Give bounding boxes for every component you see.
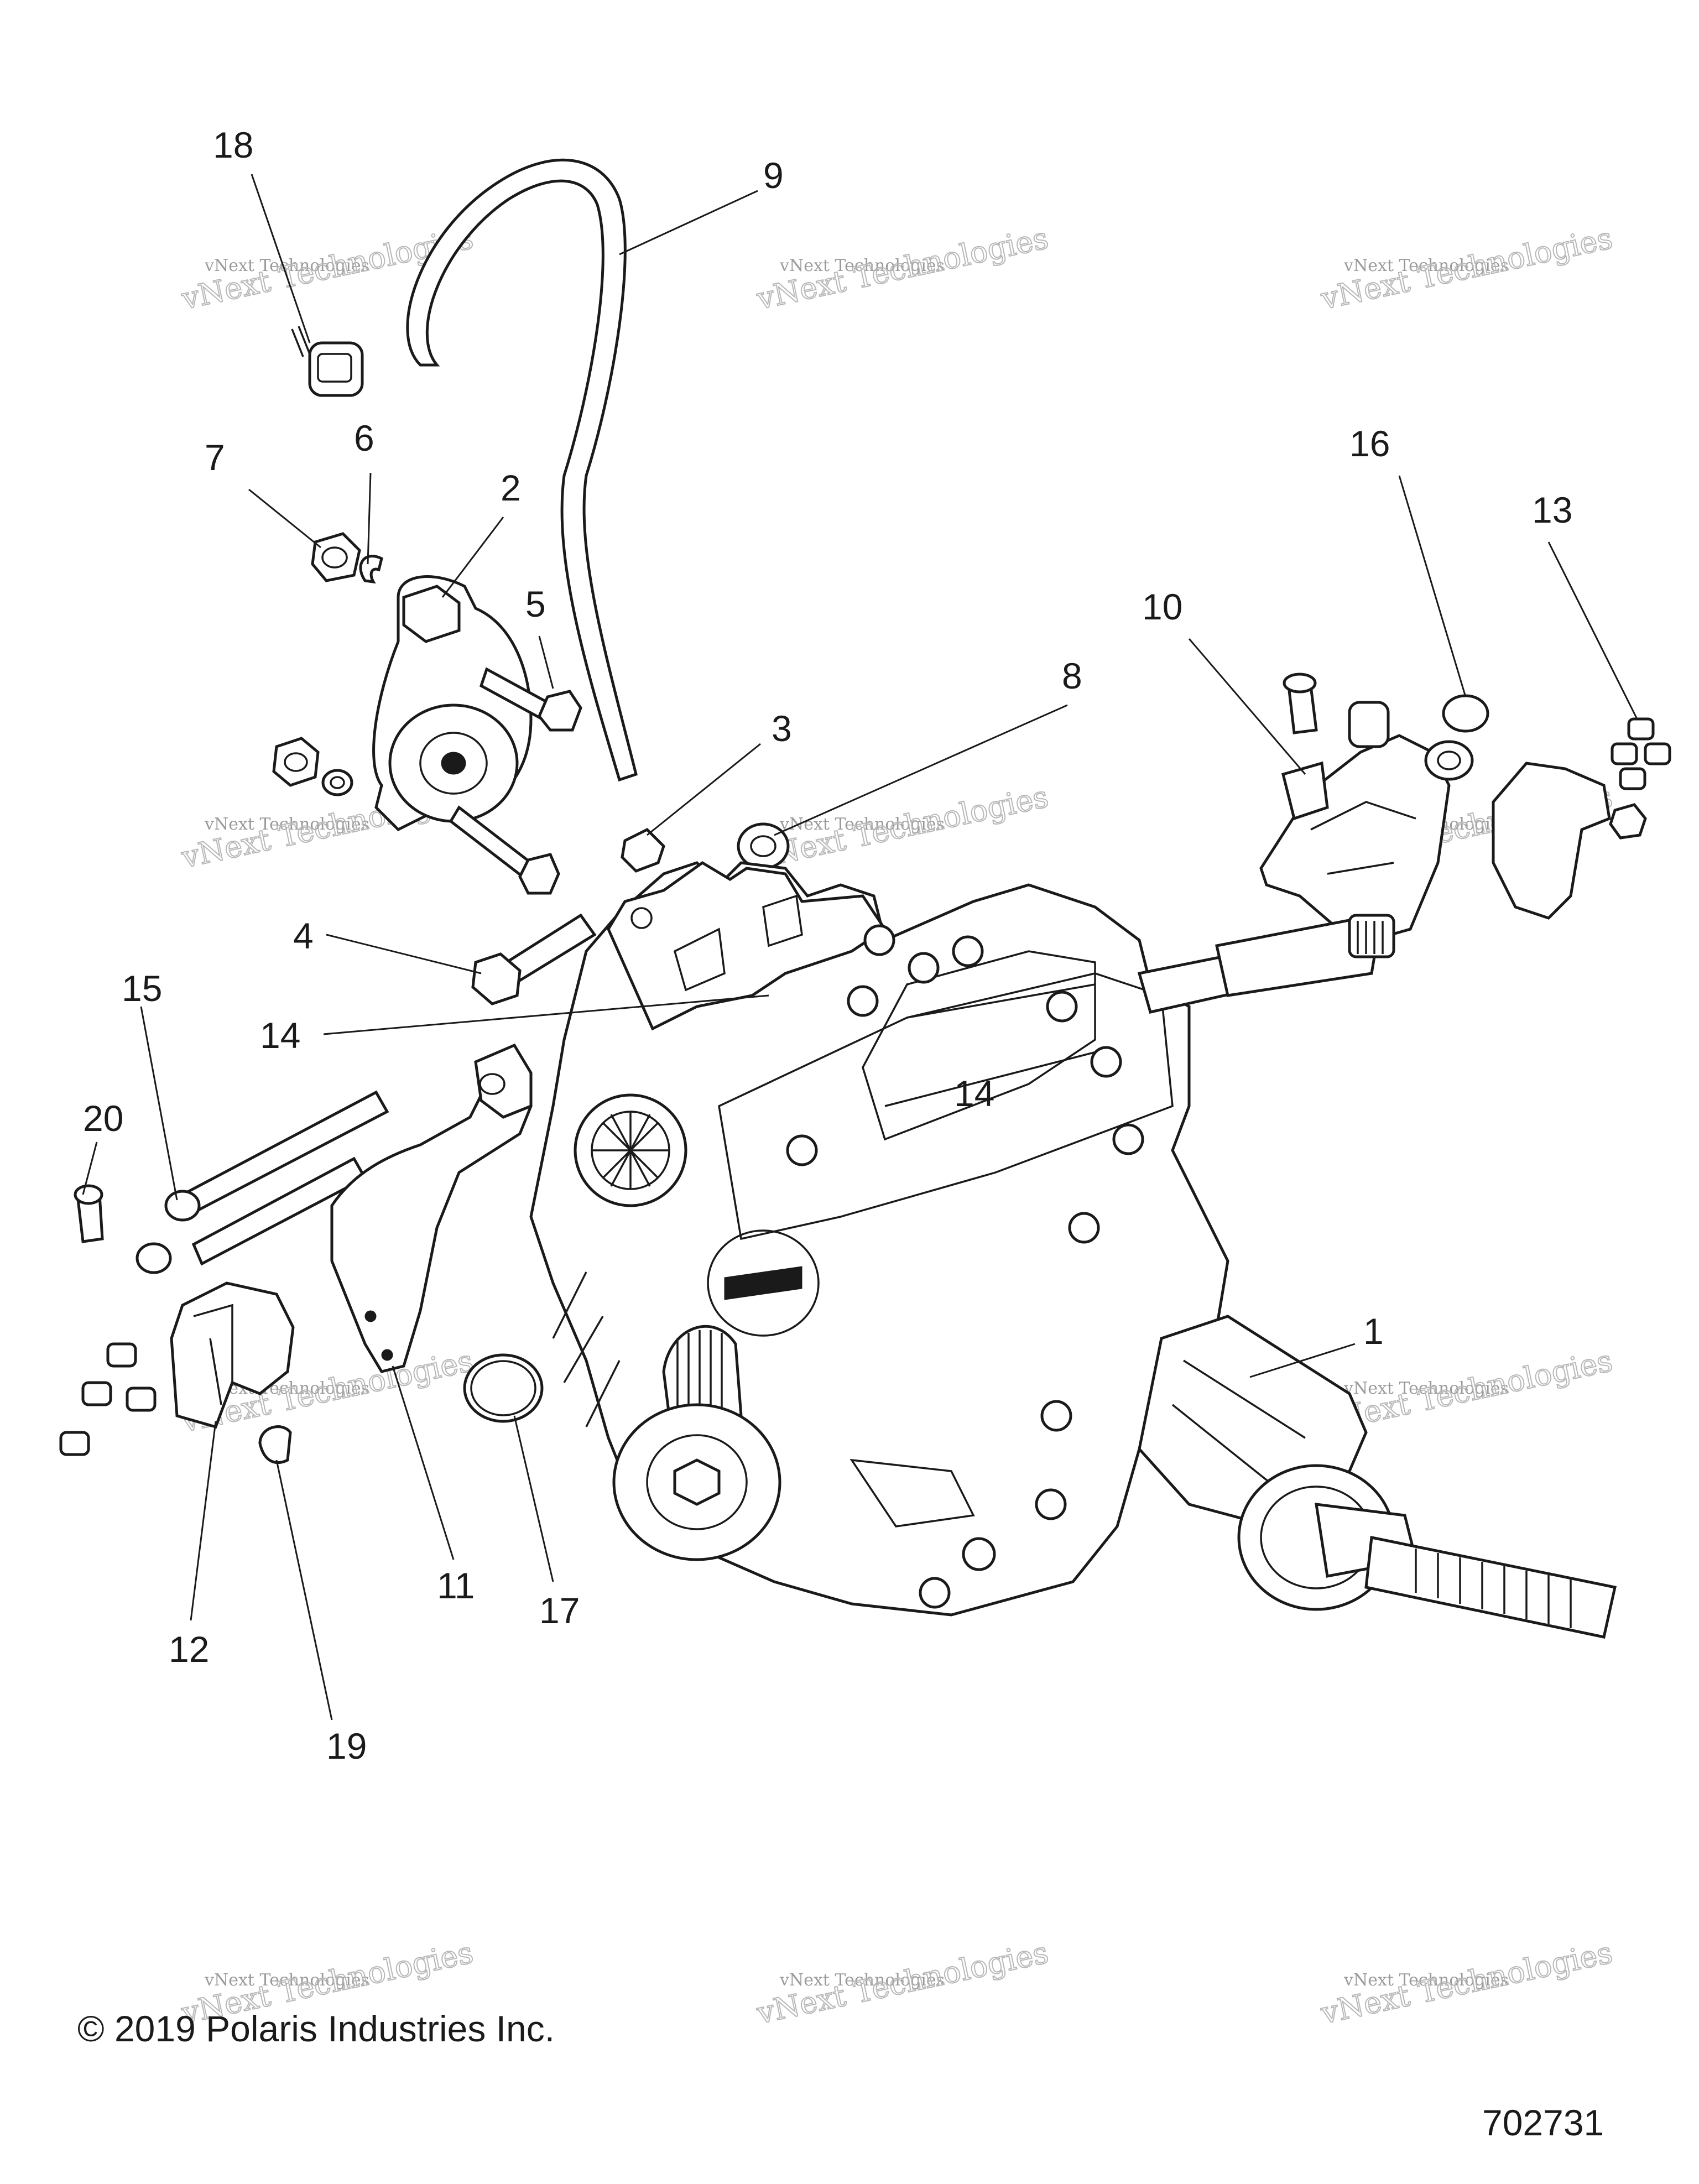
watermark-text: vNext Technologies: [204, 1971, 369, 1990]
o-ring: [463, 1353, 544, 1423]
leader-7: [248, 488, 321, 549]
leader-5: [538, 635, 554, 689]
flange-nut: [311, 532, 361, 582]
retaining-clip: [359, 555, 383, 584]
diagram-number: 702731: [1482, 2102, 1604, 2143]
callout-6: 6: [354, 418, 374, 458]
watermark-text: vNext Technologies: [204, 256, 369, 275]
bushing: [737, 822, 790, 870]
callout-8: 8: [1062, 655, 1082, 696]
bushing-16: [1424, 694, 1489, 781]
callout-10: 10: [1142, 586, 1182, 627]
leader-17: [513, 1415, 554, 1582]
callout-7: 7: [205, 437, 225, 478]
nut-and-washer: [272, 737, 353, 796]
watermark: vNext Technologies vNext Technologies: [753, 779, 1052, 875]
watermark-text: vNext Technologies: [204, 815, 369, 834]
leader-15: [140, 1006, 178, 1201]
watermark-text: vNext Technologies: [1343, 1379, 1509, 1398]
callout-3: 3: [772, 708, 792, 749]
callout-13: 13: [1532, 489, 1572, 530]
leader-4: [326, 934, 482, 974]
watermark-text: vNext Technologies: [779, 815, 945, 834]
leader-19: [275, 1460, 333, 1721]
lever-bracket-11: [330, 1043, 533, 1373]
callout-5: 5: [525, 583, 546, 624]
callout-12: 12: [169, 1629, 209, 1670]
watermark-text: vNext Technologies: [1343, 1971, 1509, 1990]
callout-18: 18: [213, 124, 253, 165]
watermark-text: vNext Technologies: [1343, 256, 1509, 275]
callout-16: 16: [1349, 423, 1390, 464]
callout-19: 19: [326, 1726, 367, 1766]
callout-17: 17: [539, 1590, 580, 1631]
long-bolt: [471, 913, 597, 1005]
leader-1: [1249, 1343, 1356, 1378]
watermark: vNext Technologies vNext Technologies: [1317, 1935, 1616, 2031]
bolt-upper: [479, 667, 582, 732]
transmission-assembly: [529, 861, 1617, 1639]
callout-labels: 18 9 7 6 2 5 16 13 10 8 3 4 15 14 14 20 …: [83, 124, 1572, 1766]
nut-19: [258, 1425, 292, 1464]
watermark-text: vNext Technologies: [779, 1971, 945, 1990]
clip-small: [621, 827, 665, 873]
watermark: vNext Technologies vNext Technologies: [753, 220, 1052, 317]
bracket-assembly-left: [170, 1281, 295, 1429]
bolt-lower: [449, 805, 560, 895]
leader-6: [367, 472, 372, 565]
callout-14b: 14: [954, 1073, 994, 1114]
callout-2: 2: [501, 467, 521, 508]
leader-2: [441, 517, 504, 598]
shift-selector-housing: [372, 575, 533, 832]
leader-16: [1398, 475, 1467, 697]
bracket-assembly-right: [1259, 701, 1451, 942]
leader-12: [190, 1421, 217, 1621]
watermark-text: vNext Technologies: [779, 256, 945, 275]
leader-lines: [82, 174, 1638, 1721]
watermark: vNext Technologies vNext Technologies: [753, 1935, 1052, 2031]
cap-screws: [59, 1342, 157, 1456]
leader-18: [251, 174, 311, 343]
watermark: vNext Technologies vNext Technologies: [1317, 220, 1616, 317]
leader-3: [647, 743, 761, 836]
callout-4: 4: [293, 915, 314, 956]
copyright-notice: © 2019 Polaris Industries Inc.: [77, 2008, 555, 2049]
callout-11: 11: [437, 1565, 475, 1606]
callout-14a: 14: [260, 1015, 300, 1056]
leader-20: [82, 1141, 98, 1195]
bolt-10: [1283, 673, 1318, 734]
hose: [406, 158, 638, 782]
leader-10: [1188, 638, 1306, 775]
leader-9: [619, 190, 758, 256]
callout-15: 15: [122, 968, 162, 1009]
leader-11: [392, 1365, 455, 1560]
bracket-13: [1492, 717, 1671, 920]
leader-14a: [323, 994, 769, 1035]
small-bolt-20: [74, 1184, 104, 1243]
callout-9: 9: [763, 155, 784, 196]
sensor-connector: [291, 326, 364, 397]
leader-13: [1547, 541, 1638, 720]
leader-8: [774, 704, 1068, 836]
callout-1: 1: [1363, 1311, 1384, 1352]
callout-20: 20: [83, 1098, 123, 1139]
